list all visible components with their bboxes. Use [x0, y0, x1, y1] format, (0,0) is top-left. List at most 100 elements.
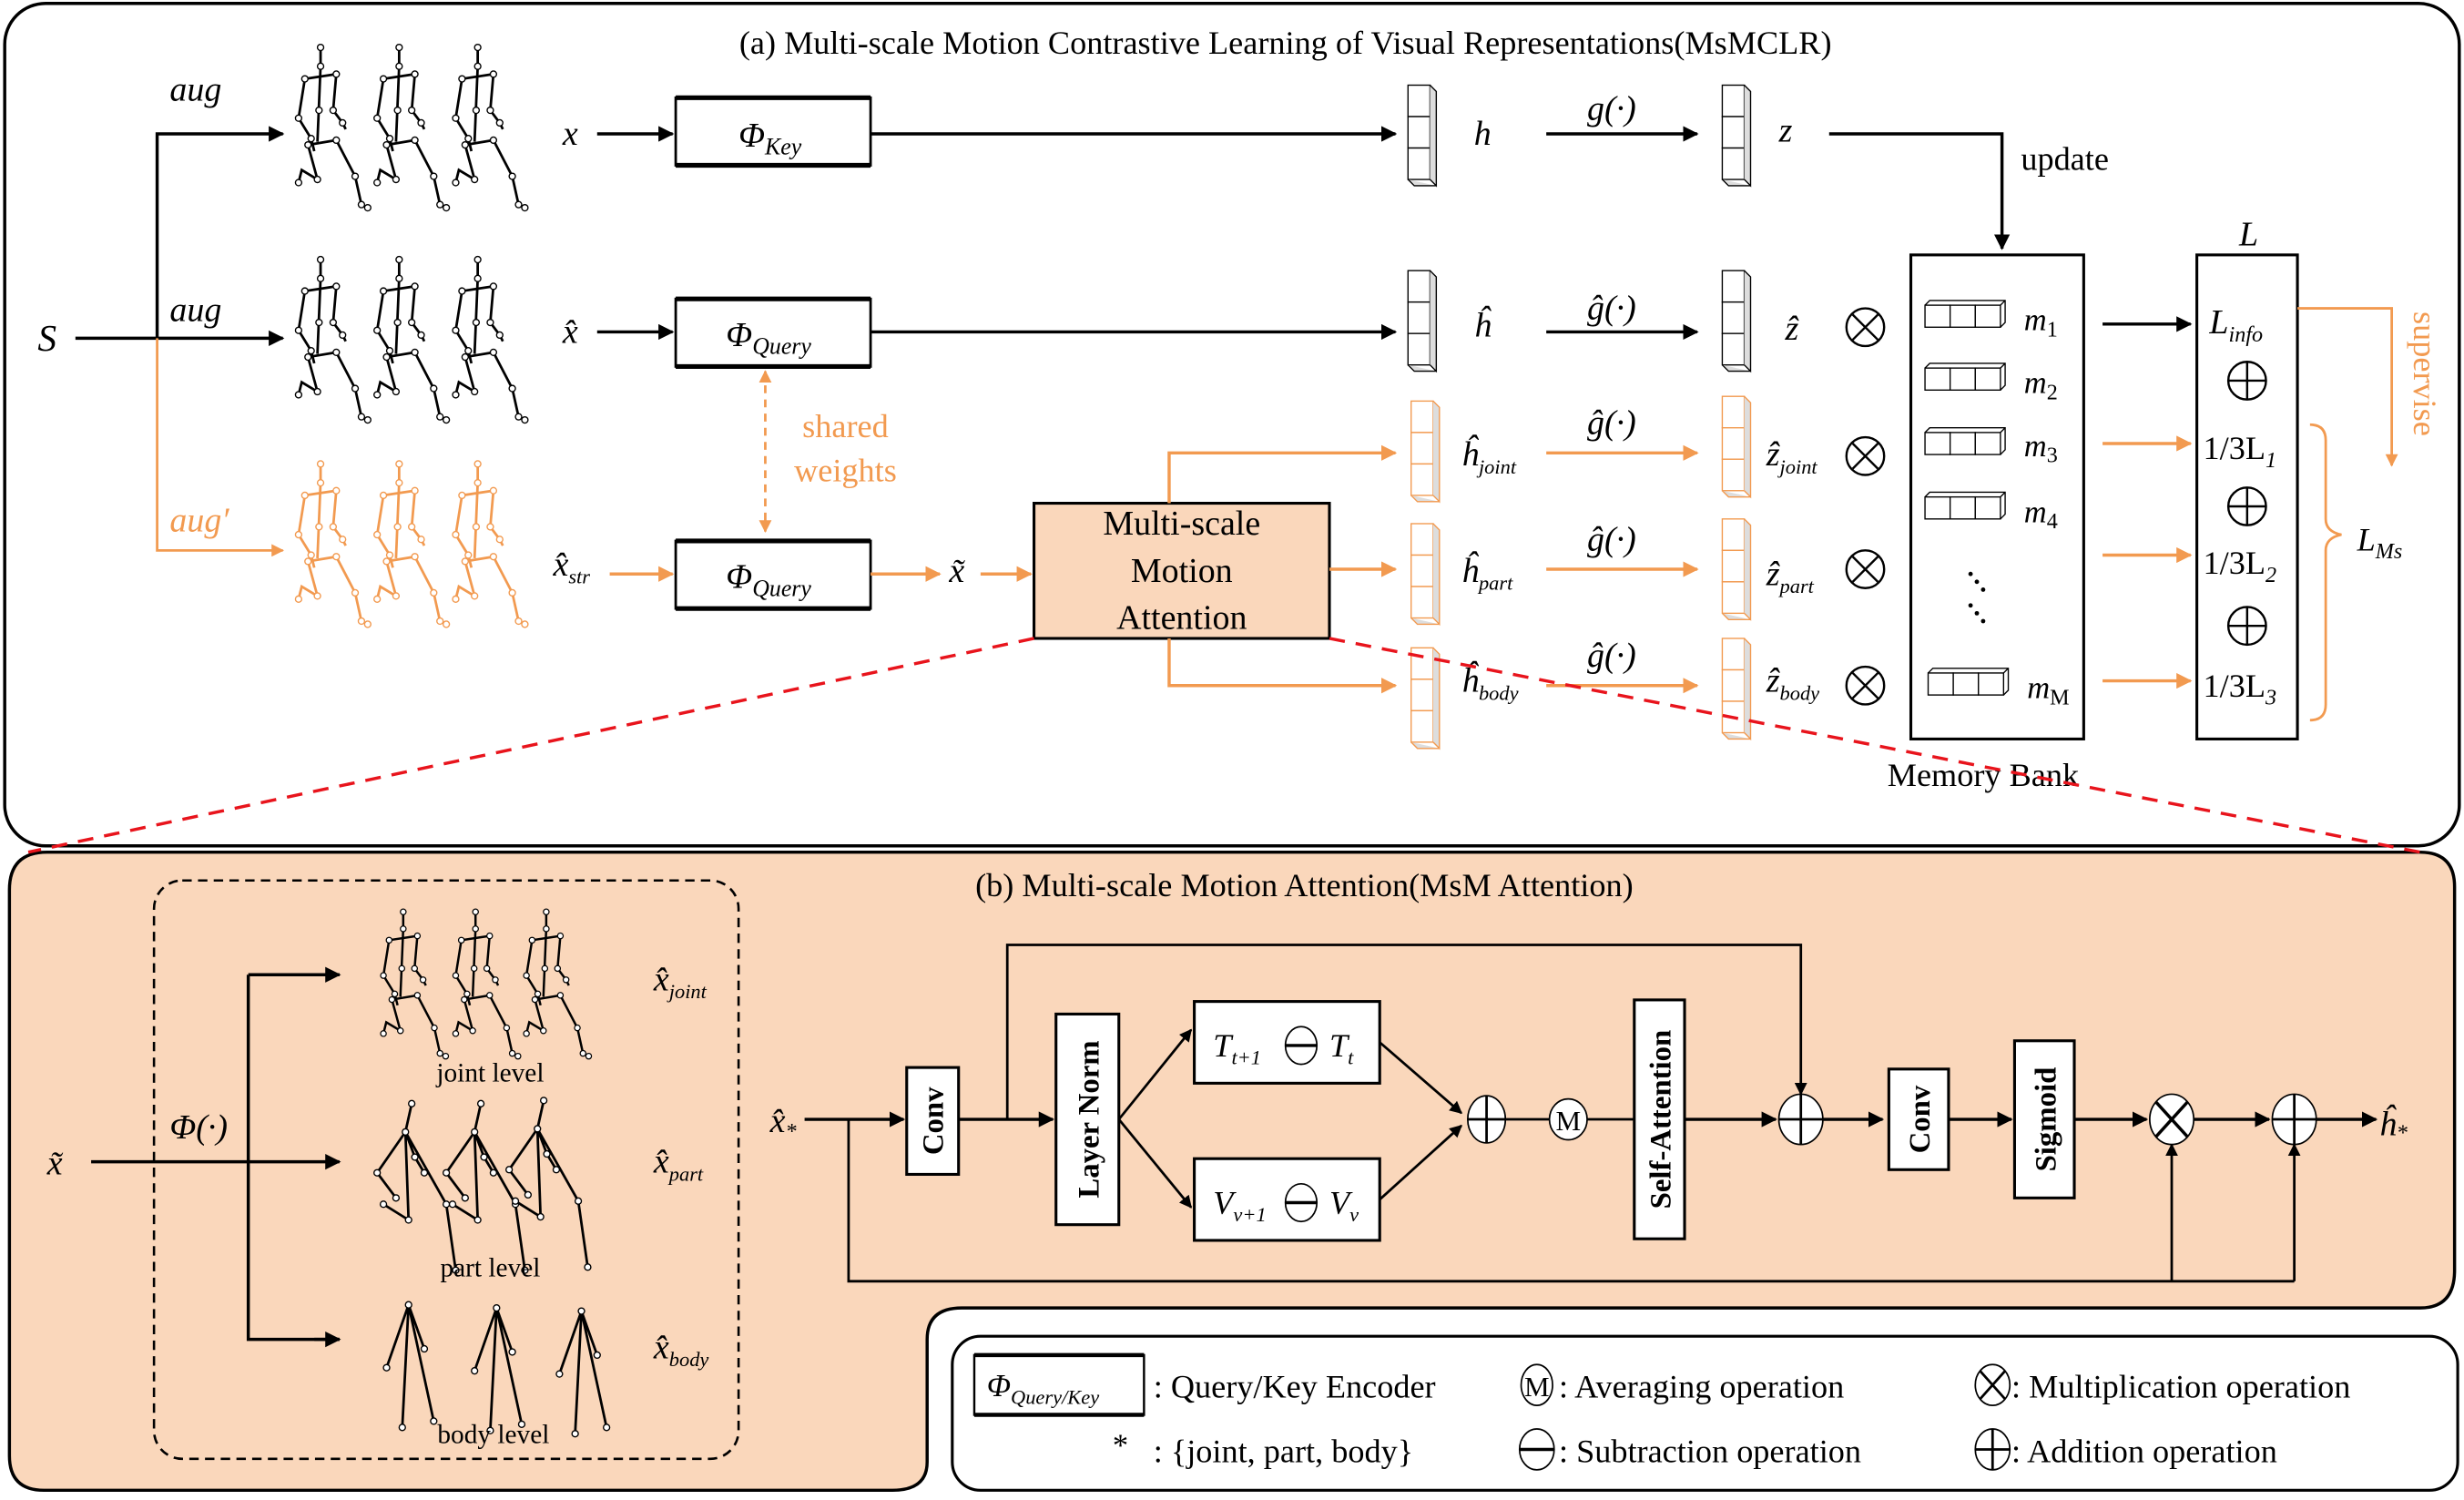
g-label: g(·) — [1587, 89, 1636, 128]
aug-label-mid: aug — [169, 291, 221, 329]
h-joint-vector — [1410, 400, 1441, 503]
legend-frame — [951, 1334, 2459, 1492]
svg-text:m2: m2 — [2024, 366, 2058, 405]
z-body-vector — [1721, 638, 1752, 740]
msm-to-joint-arrow — [1167, 444, 1398, 504]
x-body-label: x̂ — [653, 1328, 669, 1366]
svg-text:ΦQuery: ΦQuery — [726, 316, 811, 360]
legend-average-desc: : Averaging operation — [1559, 1369, 1844, 1405]
input-s-label: S — [37, 317, 56, 359]
svg-text:Attention: Attention — [1116, 599, 1247, 638]
joint-level-caption: joint level — [435, 1059, 544, 1088]
h-star-label: ĥ — [2379, 1104, 2398, 1143]
aug-label-orange: aug′ — [169, 502, 229, 540]
svg-text:Vv: Vv — [1329, 1185, 1359, 1227]
svg-text:m3: m3 — [2024, 429, 2058, 468]
update-arrow — [1828, 132, 2011, 250]
h-vector — [1407, 84, 1438, 187]
svg-text:ĝ(·): ĝ(·) — [1587, 404, 1636, 443]
legend-encoder-desc: : Query/Key Encoder — [1154, 1369, 1436, 1405]
body-level-caption: body level — [437, 1421, 549, 1450]
legend-average-icon: M — [1520, 1363, 1553, 1407]
msm-attention-box: Multi-scale Motion Attention — [1033, 502, 1331, 640]
x-part-label: x̂ — [653, 1143, 669, 1181]
layer-norm-box: Layer Norm — [1054, 1012, 1121, 1227]
query-encoder-box-top: ΦQuery — [674, 296, 872, 370]
shared-weights-label-2: weights — [794, 452, 897, 488]
svg-text:M: M — [1524, 1371, 1550, 1403]
svg-text:ẑjoint: ẑjoint — [1766, 435, 1818, 478]
h-body-vector — [1410, 647, 1441, 750]
zoom-dash-left — [27, 637, 1034, 854]
add-icon-1 — [1467, 1095, 1507, 1144]
legend-subtract-icon — [1518, 1428, 1555, 1471]
x-star-label: x̂ — [769, 1102, 786, 1140]
msm-to-body-arrow — [1167, 638, 1398, 694]
svg-text:x̂*: x̂* — [769, 1102, 798, 1144]
temporal-diff-box: Tt+1 Tt — [1193, 1000, 1381, 1085]
svg-text:Self-Attention: Self-Attention — [1644, 1030, 1677, 1209]
svg-text:x̂str: x̂str — [552, 546, 590, 588]
memory-items: m1 m2 m3 m4 mM — [2024, 303, 2070, 710]
multiply-icons — [1845, 307, 1886, 706]
svg-text:ΦKey: ΦKey — [738, 117, 802, 160]
z-hat-label: ẑ — [1784, 310, 1799, 348]
svg-text:mM: mM — [2027, 671, 2069, 710]
conv-box-2: Conv — [1887, 1067, 1950, 1171]
svg-text:ĥpart: ĥpart — [1461, 551, 1513, 595]
update-label: update — [2021, 141, 2109, 178]
svg-text:ĥ*: ĥ* — [2379, 1104, 2408, 1145]
svg-text:1/3L1: 1/3L1 — [2204, 430, 2277, 473]
spatial-diff-box: Vv+1 Vv — [1193, 1157, 1381, 1242]
residual-top-line — [1005, 944, 1807, 1120]
z-joint-vector — [1721, 395, 1752, 498]
add-icon-2 — [1777, 1093, 1824, 1146]
legend-encoder-box: ΦQuery/Key — [972, 1352, 1145, 1417]
self-attention-box: Self-Attention — [1633, 998, 1686, 1240]
multilevel-dashed-box — [152, 879, 740, 1461]
z-vector — [1721, 84, 1752, 187]
svg-text:Layer Norm: Layer Norm — [1073, 1040, 1105, 1198]
legend-star-desc: : {joint, part, body} — [1154, 1433, 1413, 1469]
ellipsis-icon — [1968, 571, 1986, 624]
legend-star: * — [1113, 1428, 1128, 1463]
svg-text:ΦQuery: ΦQuery — [726, 558, 811, 602]
svg-text:Vv+1: Vv+1 — [1213, 1185, 1266, 1227]
conv-box-1: Conv — [905, 1066, 961, 1177]
panel-a-title: (a) Multi-scale Motion Contrastive Learn… — [739, 25, 1832, 61]
branch-line-orange — [156, 338, 285, 557]
svg-text:m4: m4 — [2024, 495, 2058, 534]
svg-text:x̂joint: x̂joint — [653, 961, 708, 1004]
h-hat-label: ĥ — [1474, 306, 1492, 345]
svg-text:ẑpart: ẑpart — [1766, 555, 1815, 597]
h-hat-vector — [1407, 270, 1438, 372]
key-encoder-sub: Key — [764, 133, 802, 159]
svg-text:ĥbody: ĥbody — [1461, 661, 1519, 705]
x-hat-label: x̂ — [562, 313, 578, 352]
multiply-icon-b — [2148, 1093, 2195, 1146]
svg-text:ĝ(·): ĝ(·) — [1587, 637, 1636, 675]
svg-text:Conv: Conv — [1904, 1085, 1937, 1153]
legend-add-desc: : Addition operation — [2011, 1433, 2277, 1469]
x-str-label: x̂ — [552, 546, 568, 584]
query-encoder-sub: Query — [752, 333, 811, 360]
svg-text:ΦQuery/Key: ΦQuery/Key — [987, 1369, 1099, 1409]
panel-a-frame — [3, 2, 2461, 848]
svg-text:x̂body: x̂body — [653, 1328, 708, 1371]
z-label: z — [1778, 112, 1793, 150]
svg-text:x̂part: x̂part — [653, 1143, 704, 1186]
svg-text:M: M — [1556, 1105, 1582, 1137]
query-encoder-box-bottom: ΦQuery — [674, 538, 872, 611]
z-hat-vector — [1721, 270, 1752, 372]
query-encoder-symbol: Φ — [726, 316, 752, 354]
svg-text:Conv: Conv — [917, 1087, 950, 1155]
residual-bottom-line — [847, 1119, 2295, 1283]
x-str-sub: str — [568, 566, 590, 588]
loss-items: Linfo 1/3L1 1/3L2 1/3L3 — [2204, 303, 2277, 709]
phi-label: Φ(·) — [169, 1108, 228, 1147]
svg-text:Tt+1: Tt+1 — [1213, 1027, 1261, 1069]
panel-b-title: (b) Multi-scale Motion Attention(MsM Att… — [975, 867, 1634, 903]
svg-text:LMs: LMs — [2357, 521, 2403, 564]
sigmoid-box: Sigmoid — [2012, 1039, 2076, 1199]
